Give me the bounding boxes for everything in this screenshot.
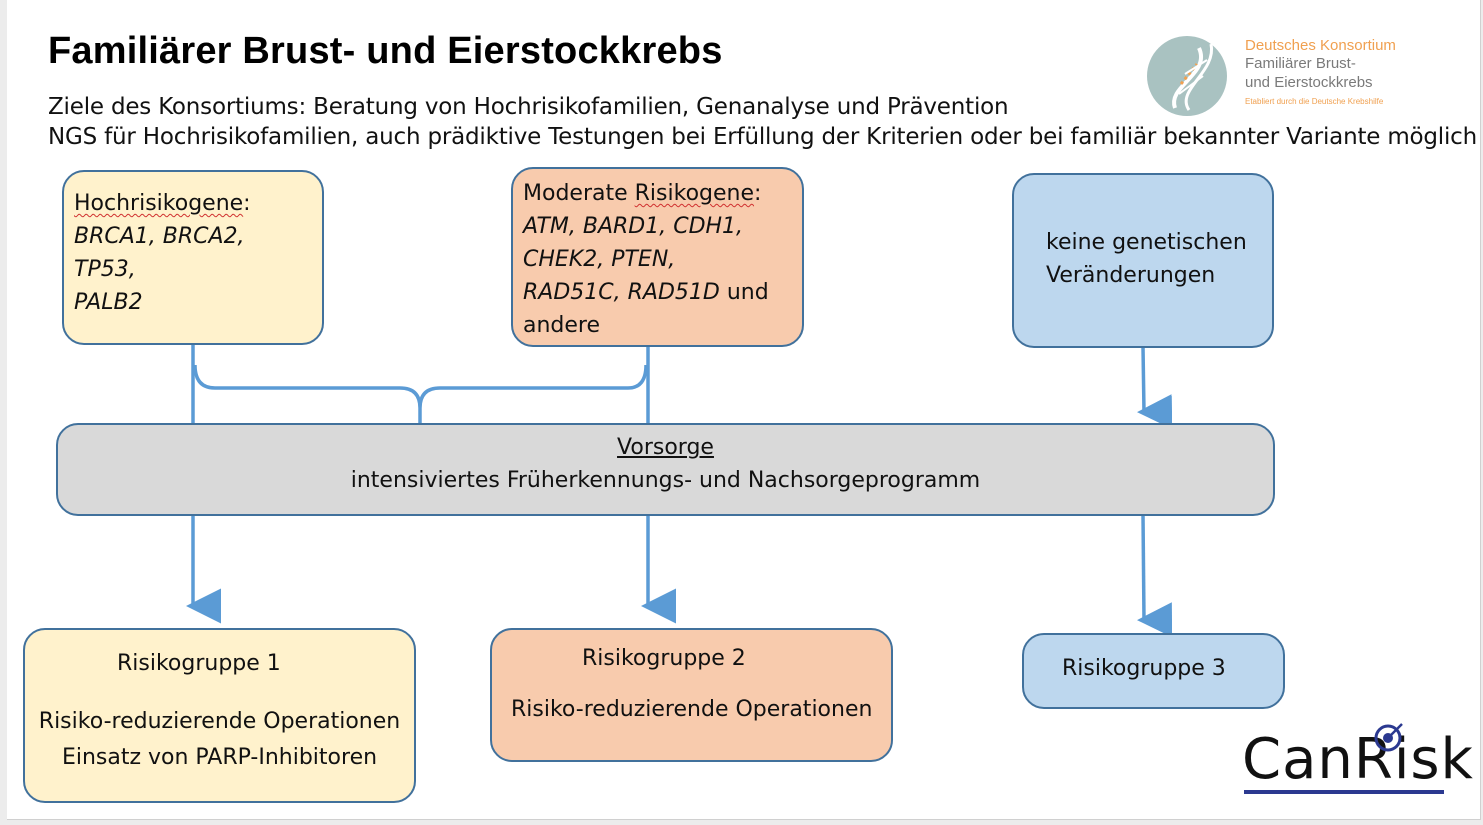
box-high-risk-genes: Hochrisikogene: BRCA1, BRCA2, TP53, PALB… [62, 170, 324, 345]
group1-heading: Risikogruppe 1 [117, 651, 281, 676]
group2-line1: Risiko-reduzierende Operationen [511, 697, 873, 722]
vorsorge-heading: Vorsorge [617, 435, 714, 460]
moderate-genes-line3: RAD51C, RAD51D und [523, 276, 792, 309]
moderate-genes-line3-suffix: und [719, 280, 769, 305]
moderate-genes-line2: CHEK2, PTEN, [523, 247, 676, 272]
logo-org-line2: Familiärer Brust- [1245, 55, 1356, 72]
konsortium-logo: Deutsches Konsortium Familiärer Brust- u… [1145, 34, 1435, 118]
subtitle-goals: Ziele des Konsortiums: Beratung von Hoch… [48, 94, 1009, 120]
slide-title: Familiärer Brust- und Eierstockkrebs [48, 30, 723, 72]
group3-heading: Risikogruppe 3 [1062, 656, 1226, 681]
no-changes-line2: Veränderungen [1046, 263, 1216, 288]
box-risikogruppe-1: Risikogruppe 1 Risiko-reduzierende Opera… [23, 628, 416, 803]
logo-org-line3: und Eierstockkrebs [1245, 74, 1373, 91]
box-risikogruppe-2: Risikogruppe 2 Risiko-reduzierende Opera… [490, 628, 893, 762]
arrow-nochanges-to-vorsorge [1137, 346, 1173, 430]
high-risk-heading-word: Hochrisikogene [74, 191, 244, 216]
moderate-genes-line3-genes: RAD51C, RAD51D [523, 280, 720, 305]
box-risikogruppe-3: Risikogruppe 3 [1022, 633, 1285, 709]
group1-line2: Einsatz von PARP-Inhibitoren [61, 745, 378, 770]
canrisk-logo: CanRisk [1240, 720, 1473, 804]
moderate-heading-word1: Moderate [523, 181, 628, 206]
subtitle-ngs: NGS für Hochrisikofamilien, auch prädikt… [48, 124, 1478, 150]
logo-org-line1: Deutsches Konsortium [1245, 37, 1396, 54]
arrow-to-group3 [1137, 514, 1173, 638]
high-risk-genes-line1: BRCA1, BRCA2, TP53, [74, 224, 245, 282]
moderate-genes-line1: ATM, BARD1, CDH1, [523, 214, 744, 239]
group2-heading: Risikogruppe 2 [582, 646, 746, 671]
high-risk-heading: Hochrisikogene: [74, 187, 312, 220]
box-vorsorge: Vorsorge intensiviertes Früherkennungs- … [56, 423, 1275, 516]
vorsorge-text: intensiviertes Früherkennungs- und Nachs… [350, 468, 981, 493]
dna-helix-icon [1147, 36, 1227, 116]
moderate-colon: : [754, 181, 762, 206]
high-risk-colon: : [243, 191, 251, 216]
group1-body: Risiko-reduzierende Operationen Einsatz … [25, 704, 414, 776]
group1-line1: Risiko-reduzierende Operationen [38, 709, 401, 734]
canrisk-wordmark: CanRisk [1242, 727, 1474, 792]
moderate-heading-word2: Risikogene [634, 181, 755, 206]
logo-tagline: Etabliert durch die Deutsche Krebshilfe [1245, 97, 1384, 106]
target-dna-icon [1244, 723, 1444, 794]
box-no-genetic-changes: keine genetischen Veränderungen [1012, 173, 1274, 348]
high-risk-genes-line2: PALB2 [74, 290, 143, 315]
moderate-genes-line4: andere [523, 313, 601, 338]
no-changes-line1: keine genetischen [1046, 230, 1247, 255]
box-moderate-risk-genes: Moderate Risikogene: ATM, BARD1, CDH1, C… [511, 167, 804, 347]
moderate-heading: Moderate Risikogene: [523, 177, 792, 210]
brace-connector [193, 364, 648, 424]
